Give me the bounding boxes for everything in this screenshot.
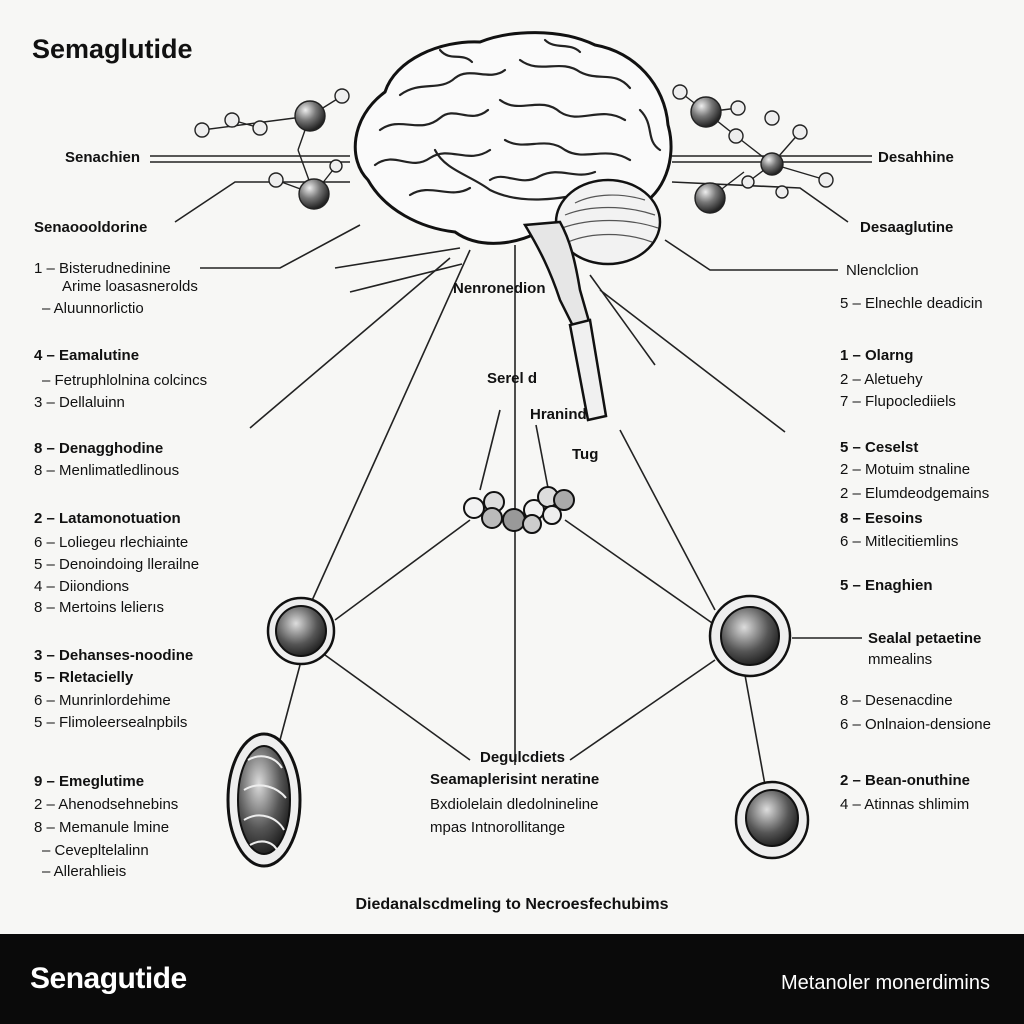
diagram-label: 8 – Denagghodine [34, 440, 164, 457]
molecule-cluster-right [672, 84, 834, 214]
diagram-label: 5 – Flimoleersealnpbils [34, 714, 188, 731]
diagram-label: Sealal petaetine [868, 630, 982, 647]
diagram-label: Degulcdiets [480, 749, 566, 766]
footer-bar: Senagutide Metanoler monerdimins [0, 934, 1024, 1024]
diagram-caption: Diedanalscdmeling to Necroesfechubims [355, 896, 669, 913]
diagram-label: Desahhine [878, 149, 954, 166]
diagram-label: Senachien [65, 149, 141, 166]
diagram-label: 3 – Dellaluinn [34, 394, 125, 411]
diagram-label: 2 – Ahenodsehnebins [34, 796, 179, 813]
diagram-label: 4 – Diiondions [34, 578, 130, 595]
diagram-label: Arime loasasnerolds [62, 278, 198, 295]
cell-left [266, 596, 336, 666]
diagram-label: Hranind [530, 406, 587, 423]
diagram-label: 8 – Desenacdine [840, 692, 953, 709]
diagram-label: 8 – Mertoins lelierıs [34, 599, 165, 616]
page-title: Semaglutide [32, 34, 193, 64]
footer-brand: Senagutide [30, 962, 187, 995]
footer-subtitle: Metanoler monerdimins [781, 972, 990, 994]
diagram-label: Senaoooldorine [34, 219, 148, 236]
diagram-label: Serel d [487, 370, 538, 387]
diagram-label: mmealins [868, 651, 933, 668]
diagram-label: 8 – Eesoins [840, 510, 923, 527]
diagram-label: 1 – Bisterudnedinine [34, 260, 171, 277]
diagram-label: – Allerahlieis [42, 863, 127, 880]
diagram-label: 6 – Mitlecitiemlins [840, 533, 959, 550]
diagram-label: 2 – Latamonotuation [34, 510, 181, 527]
molecule-cluster-left [194, 88, 350, 210]
cell-right [708, 594, 792, 678]
diagram-label: 8 – Menlimatledlinous [34, 462, 180, 479]
diagram-label: – Cevepltelalinn [42, 842, 149, 859]
diagram-label: 8 – Memanule lmine [34, 819, 170, 836]
diagram-artwork [150, 31, 872, 868]
diagram-label: – Aluunnorlictio [42, 300, 144, 317]
diagram-label: 5 – Denoindoing llerailne [34, 556, 200, 573]
diagram-label: 2 – Aletuehy [840, 371, 923, 388]
diagram-label: 4 – Atinnas shlimim [840, 796, 970, 813]
diagram-label: 6 – Munrinlordehime [34, 692, 171, 709]
diagram-label: 4 – Eamalutine [34, 347, 140, 364]
diagram-label: 9 – Emeglutime [34, 773, 145, 790]
diagram-label: 1 – Olarng [840, 347, 914, 364]
brain-illustration [353, 31, 673, 422]
diagram-label: 2 – Bean-onuthine [840, 772, 971, 789]
diagram-label: Desaaglutine [860, 219, 954, 236]
connector-lines [150, 155, 872, 786]
diagram-label: Seamaplerisint neratine [430, 771, 600, 788]
diagram-label: 5 – Rletacielly [34, 669, 134, 686]
cell-bottom-right [734, 780, 810, 860]
diagram-label: Nlenclclion [846, 262, 919, 279]
diagram-label: 5 – Enaghien [840, 577, 933, 594]
diagram-label: 2 – Elumdeodgemains [840, 485, 990, 502]
diagram-label: 5 – Elnechle deadicin [840, 295, 983, 312]
mitochondrion-left [226, 732, 302, 868]
diagram-label: 7 – Flupoclediiels [840, 393, 956, 410]
diagram-label: – Fetruphlolnina colcincs [42, 372, 208, 389]
diagram-label: 6 – Loliegeu rlechiainte [34, 534, 189, 551]
diagram-label: 3 – Dehanses-noodine [34, 647, 194, 664]
bead-chain [463, 486, 575, 534]
diagram-label: Nenronedion [453, 280, 546, 297]
diagram-label: 5 – Ceselst [840, 439, 919, 456]
diagram-label: Tug [572, 446, 599, 463]
diagram-label: 2 – Motuim stnaline [840, 461, 971, 478]
diagram-label: 6 – Onlnaion-densione [840, 716, 991, 733]
diagram-label: Bxdiolelain dledolnineline [430, 796, 599, 813]
diagram-label: mpas Intnorollitange [430, 819, 566, 836]
